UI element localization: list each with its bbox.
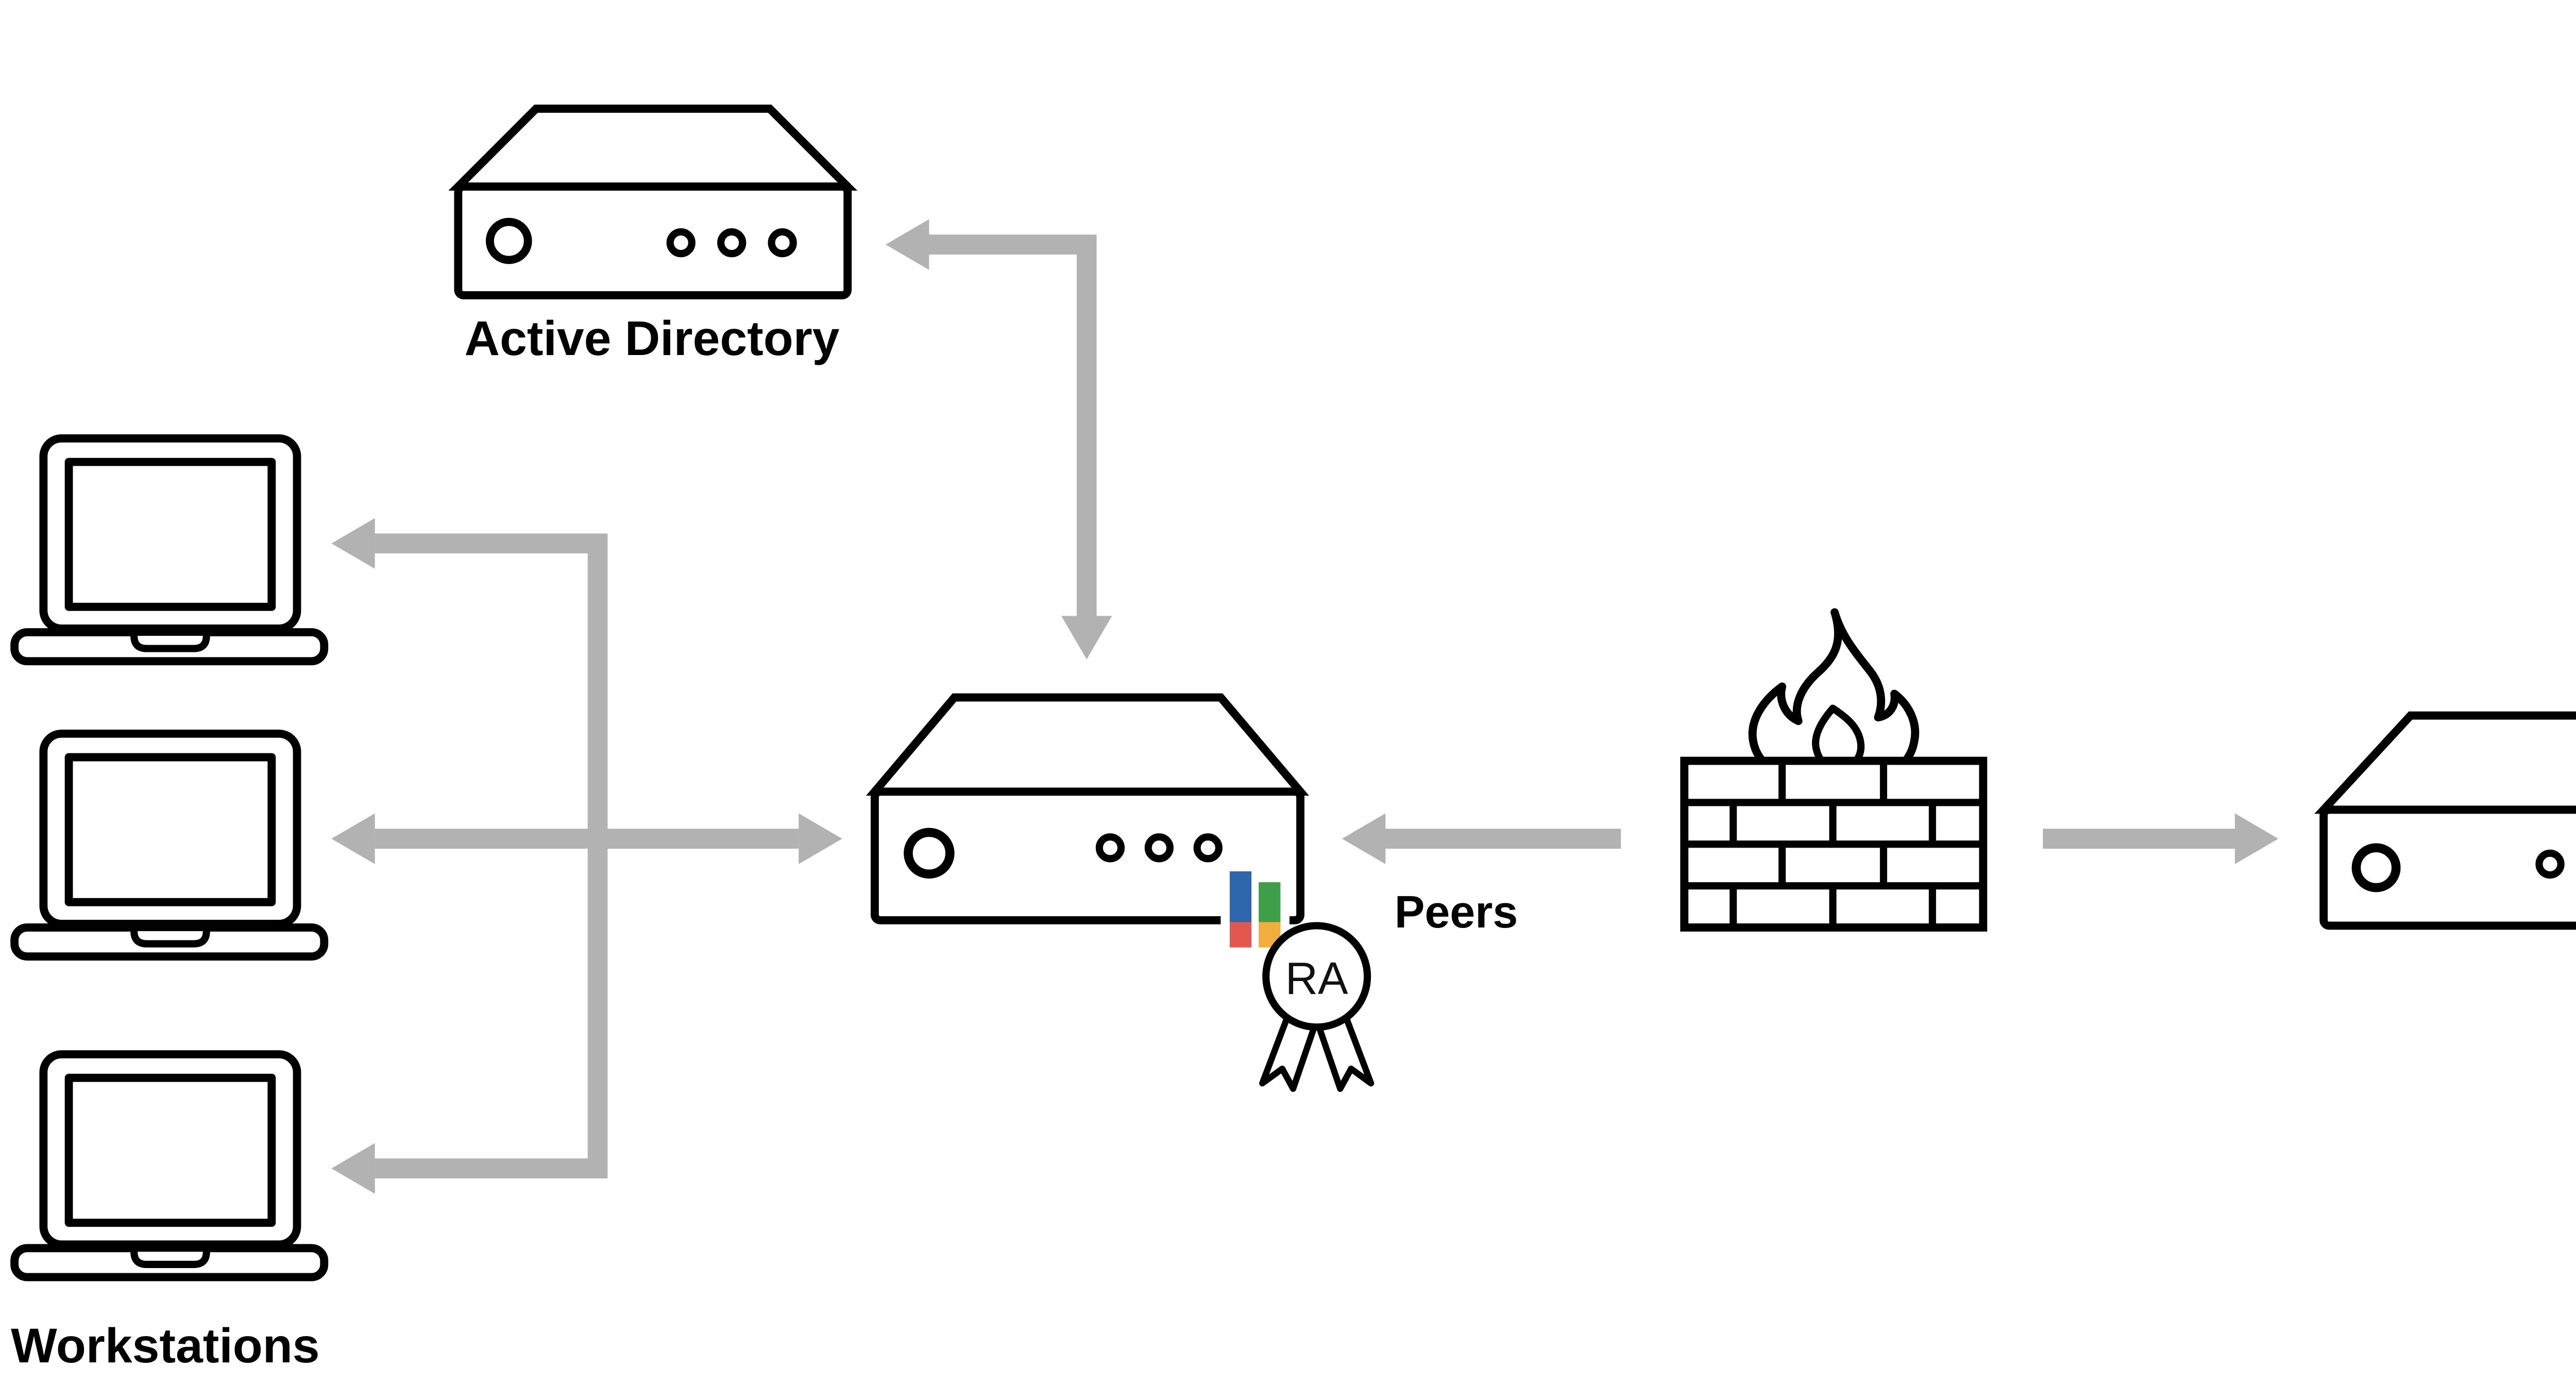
firewall: [1680, 608, 1988, 932]
arrowhead-to-active-directory: [885, 219, 929, 270]
server-lid: [866, 693, 1310, 796]
brick-wall-icon: [1680, 756, 1988, 932]
workstations-label: Workstations: [11, 1319, 319, 1373]
workstation-1: [10, 434, 329, 666]
arrowhead-to-ra-server: [1061, 616, 1112, 660]
arrow-firewall-to-ca: [2043, 813, 2279, 864]
server-led-dot: [1144, 833, 1174, 863]
arrow-workstations-to-ra: [331, 518, 842, 1194]
server-led-dot: [666, 228, 696, 258]
server-power-circle: [904, 828, 955, 879]
badge-circle: [1262, 922, 1371, 1031]
laptop-display: [64, 458, 276, 611]
server-power-circle: [2351, 843, 2401, 892]
flame-icon: [1748, 608, 1920, 783]
arrowhead-to-workstation-2: [331, 813, 375, 864]
bar-green: [1259, 882, 1281, 922]
ra-badge: RA: [1259, 922, 1375, 1092]
server-front: [454, 182, 852, 299]
workstations-trunk-line: [375, 533, 608, 1178]
laptop-notch: [130, 628, 210, 652]
arrowhead-to-workstation-1: [331, 518, 375, 569]
peers-label: Peers: [1395, 886, 1518, 937]
arrowhead-to-workstation-3: [331, 1143, 375, 1194]
laptop-notch: [130, 924, 210, 948]
ra-status-bars: [1221, 864, 1290, 953]
bar-blue: [1229, 871, 1252, 922]
arrowhead-firewall-to-ca: [2234, 813, 2279, 864]
server-lid: [2314, 711, 2576, 814]
workstation-2: [10, 729, 329, 961]
arrow-ra-to-active-directory: [885, 219, 1112, 660]
server-led-dot: [1095, 833, 1125, 863]
arrow-ra-to-ad-line: [925, 234, 1097, 618]
server-led-dot: [2535, 849, 2565, 879]
workstation-3: [10, 1050, 329, 1281]
laptop-notch: [130, 1244, 210, 1268]
bar-red: [1229, 922, 1252, 948]
ra-server: RA: [866, 693, 1375, 1092]
server-lid: [448, 105, 858, 191]
arrowhead-firewall-to-ra: [1342, 813, 1386, 864]
laptop-display: [64, 753, 276, 906]
ca-server: CA: [2314, 711, 2576, 930]
active-directory-label: Active Directory: [465, 311, 840, 366]
arrowhead-workstations-to-ra: [799, 813, 842, 864]
server-power-circle: [485, 217, 532, 264]
server-front: [2319, 805, 2576, 930]
server-led-dot: [717, 228, 747, 258]
arrow-firewall-to-ra: [1342, 813, 1621, 864]
active-directory-server: Active Directory: [448, 105, 858, 366]
server-led-dot: [1193, 833, 1223, 863]
ra-badge-label: RA: [1285, 953, 1348, 1004]
server-led-dot: [768, 228, 797, 258]
server-front: [870, 787, 1304, 924]
laptop-display: [64, 1073, 276, 1227]
